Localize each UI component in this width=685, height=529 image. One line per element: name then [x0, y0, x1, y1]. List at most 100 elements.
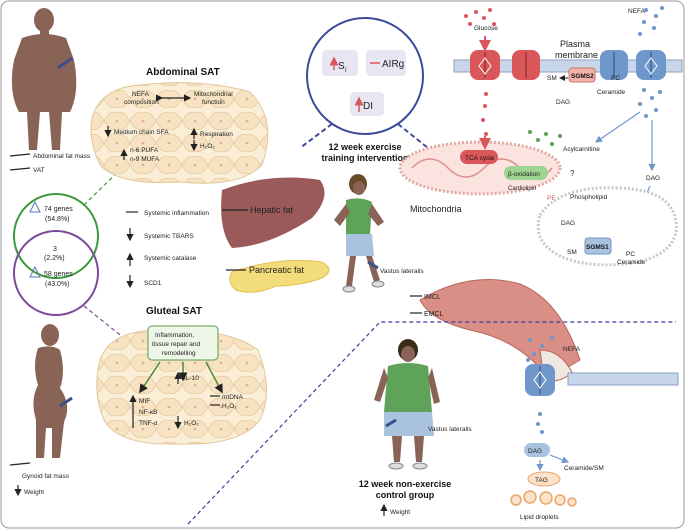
- systemic-tbars-label: Systemic TBARS: [144, 233, 194, 240]
- phospholipid-label: Phospholipid: [570, 194, 608, 201]
- nefa-label: NEFA: [628, 8, 646, 15]
- biopsy-needle: [385, 418, 397, 428]
- venn-circle-gluteal: [13, 230, 99, 316]
- woman-silhouette-top: [11, 8, 77, 150]
- plasma-membrane-label: membrane: [555, 50, 598, 60]
- woman-silhouette-bottom: [33, 324, 68, 458]
- dag-label: DAG: [528, 448, 542, 455]
- venn-mid-count: 3: [53, 246, 57, 253]
- biopsy-needle-top: [57, 56, 73, 70]
- question-mark: ?: [570, 169, 575, 178]
- sgms2-enzyme: [568, 67, 596, 83]
- delta-icon: [29, 200, 41, 213]
- vastus-lateralis-label: Vastus lateralis: [428, 426, 472, 433]
- unchanged-dash: [9, 153, 31, 157]
- venn-bottom-pct: (43.0%): [45, 281, 70, 288]
- nfkb-label: NF-κB: [139, 409, 157, 416]
- fatty-acid-transporter-icon: [525, 364, 555, 396]
- outcome-circle: [306, 17, 424, 135]
- pathway-arrow: [205, 361, 223, 394]
- ceramide-sm-label: Ceramide/SM: [564, 465, 604, 472]
- biopsy-needle: [367, 260, 379, 270]
- golgi-compartment: [536, 186, 678, 267]
- dag-label: DAG: [561, 220, 575, 227]
- abdominal-sat-title: Abdominal SAT: [146, 67, 220, 78]
- circle-connector: [397, 123, 429, 149]
- nefa-composition-label: composition: [124, 99, 159, 106]
- glucose-transporter-icon: [512, 50, 540, 80]
- respiration-label: Respiration: [200, 131, 233, 138]
- pancreatic-fat-label: Pancreatic fat: [249, 265, 305, 275]
- h2o2-label: H₂O₂: [184, 420, 199, 427]
- nefa-composition-label: NEFA: [132, 91, 150, 98]
- imcl-label: IMCL: [424, 294, 441, 301]
- venn-bottom-count: 58 genes: [44, 271, 73, 278]
- plasma-membrane-label: Plasma: [560, 39, 590, 49]
- nefa-dots: [638, 6, 664, 118]
- group-divider: [187, 321, 676, 525]
- fatty-acid-transporter-icon: [636, 50, 666, 80]
- mif-label: MIF: [139, 398, 150, 405]
- control-title: 12 week non-exercise: [359, 479, 452, 489]
- venn-top-count: 74 genes: [44, 206, 73, 213]
- gluteal-sat-title: Gluteal SAT: [146, 306, 202, 317]
- abdominal-sat-tissue: [90, 82, 269, 184]
- ceramide-label: Ceramide: [597, 89, 626, 96]
- si-subscript: I: [345, 68, 347, 74]
- h2o2-label: H₂O₂: [222, 403, 237, 410]
- venn-mid-pct: (2.2%): [44, 255, 65, 262]
- pc-label: PC: [626, 251, 635, 258]
- tca-cycle-label: TCA cycle: [465, 155, 495, 162]
- beta-oxidation-label: β-oxidation: [508, 171, 540, 178]
- venn-circle-abdominal: [13, 193, 99, 279]
- liver-illustration: [221, 177, 325, 248]
- inflammation-box-text: remodelling: [162, 350, 196, 357]
- tca-cycle-box: [460, 150, 498, 164]
- fatty-acid-transporter-icon: [600, 50, 628, 80]
- emcl-label: EMCL: [424, 311, 444, 318]
- glucose-transporter-icon: [470, 50, 500, 80]
- abdominal-fat-mass-label: Abdominal fat mass: [33, 153, 91, 160]
- sm-label: SM: [567, 249, 577, 256]
- venn-diagram: 74 genes (54.8%) 3 (2.2%) 58 genes (43.0…: [13, 193, 99, 316]
- nefa-dots: [526, 336, 554, 434]
- unchanged-dash: [9, 462, 31, 466]
- dag-label: DAG: [556, 99, 570, 106]
- di-label: DI: [363, 101, 373, 112]
- inflammation-box-text: Inflammation,: [155, 332, 194, 339]
- control-woman-illustration: [374, 339, 440, 470]
- mitochondria-label: Mitochondria: [410, 204, 462, 214]
- n9-mufa-label: n-9 MUFA: [130, 156, 160, 163]
- dag-box: [524, 443, 550, 457]
- pathway-arrow: [139, 361, 161, 394]
- mtdna-label: mtDNA: [222, 394, 244, 401]
- control-title: control group: [376, 490, 435, 500]
- circle-connector: [299, 123, 333, 149]
- tnfa-label: TNF-α: [139, 420, 158, 427]
- inflammation-box-text: tissue repair and: [152, 341, 200, 348]
- vastus-lateralis-label: Vastus lateralis: [380, 268, 424, 275]
- plasma-membrane-control: [567, 372, 679, 386]
- lipid-droplets-icon: [510, 490, 577, 507]
- airg-box: [366, 50, 406, 76]
- lipid-droplets-label: Lipid droplets: [520, 514, 559, 521]
- inflammation-box: [147, 325, 219, 361]
- nefa-label: NEFA: [563, 346, 581, 353]
- exercise-title: training intervention: [321, 153, 408, 163]
- tag-box: [527, 471, 561, 487]
- hepatic-fat-label: Hepatic fat: [250, 205, 294, 215]
- biopsy-needle-bottom: [59, 396, 73, 408]
- vat-label: VAT: [33, 167, 45, 174]
- systemic-inflammation-label: Systemic inflammation: [144, 210, 209, 217]
- il10-label: IL-10: [184, 375, 199, 382]
- sgms1-enzyme: [584, 237, 612, 255]
- delta-icon: [29, 265, 41, 278]
- acylcarnitine-label: Acylcarnitine: [563, 146, 600, 153]
- h2o2-label: H₂O₂: [200, 143, 215, 150]
- dag-label: DAG: [646, 175, 660, 182]
- cardiolipin-label: Cardiolipin: [508, 186, 536, 192]
- si-label: S: [338, 61, 345, 72]
